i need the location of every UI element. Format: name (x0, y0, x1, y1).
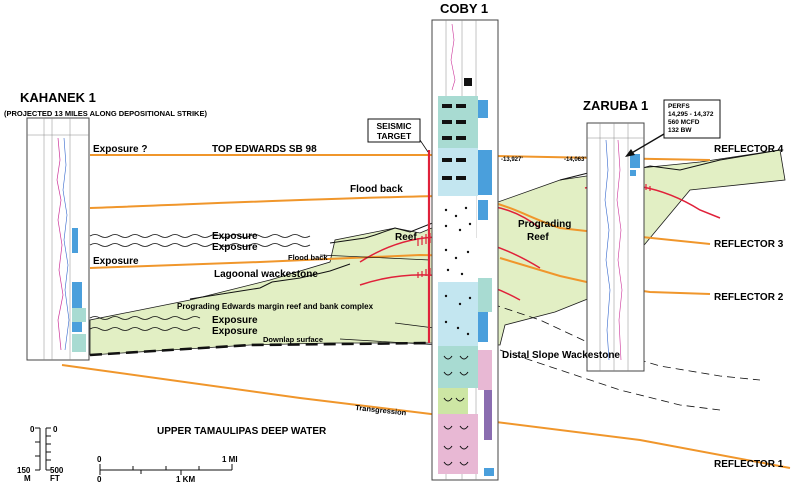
label-reflector-3: REFLECTOR 3 (714, 239, 784, 250)
label-exposure-c: Exposure (93, 256, 139, 267)
label-flood-back-lower: Flood back (288, 253, 328, 262)
label-exposure-e: Exposure (212, 326, 258, 337)
perfs-line-1: PERFS (668, 103, 690, 110)
label-exposure-d: Exposure (212, 315, 258, 326)
kahanek-well-log (26, 117, 90, 361)
vscale-unit-ft: FT (50, 474, 60, 483)
label-prograding-complex: Prograding Edwards margin reef and bank … (177, 302, 374, 311)
label-exposure-b: Exposure (212, 242, 258, 253)
vscale-top-m: 0 (30, 425, 35, 434)
vscale-bottom-ft: 500 (50, 466, 64, 475)
label-lagoonal-wackestone: Lagoonal wackestone (214, 269, 318, 280)
vertical-scale-bar (35, 427, 51, 471)
jagged-front-mid (329, 219, 441, 244)
downlap-leader (339, 338, 441, 346)
label-distal-slope: Distal Slope Wackestone (502, 350, 620, 361)
seismic-target-text-2: TARGET (377, 131, 412, 141)
wavy-exposure-3 (89, 316, 201, 320)
downlap-dashed-line (89, 341, 501, 357)
perfs-line-4: 132 BW (668, 127, 692, 134)
zaruba-title: ZARUBA 1 (583, 98, 648, 113)
perfs-line-3: 560 MCFD (668, 119, 700, 126)
label-flood-back-upper: Flood back (350, 184, 403, 195)
zaruba-depth-marker: -14,063' (564, 157, 586, 163)
hscale-one-mi: 1 MI (222, 455, 238, 464)
label-deep-water: UPPER TAMAULIPAS DEEP WATER (157, 426, 327, 437)
label-transgression: Transgression (355, 403, 407, 417)
top-edwards-line (90, 154, 711, 161)
wavy-exposure-4 (89, 327, 201, 331)
vscale-top-ft: 0 (53, 425, 58, 434)
label-exposure-question: Exposure ? (93, 144, 147, 155)
hscale-zero-mi: 0 (97, 455, 102, 464)
wavy-exposure-2 (89, 243, 311, 247)
label-reef: Reef (395, 232, 417, 243)
label-reflector-4: REFLECTOR 4 (714, 144, 784, 155)
kahanek-title: KAHANEK 1 (20, 90, 96, 105)
label-downlap-surface: Downlap surface (263, 335, 323, 344)
perfs-arrow-head (625, 149, 635, 157)
horizontal-scale-bar (99, 464, 233, 475)
label-reflector-1: REFLECTOR 1 (714, 459, 784, 470)
label-prograding-reef-1: Prograding (518, 219, 571, 230)
vscale-unit-m: M (24, 474, 31, 483)
label-reflector-2: REFLECTOR 2 (714, 292, 784, 303)
flood-back-leader (319, 254, 431, 261)
label-exposure-a: Exposure (212, 231, 258, 242)
vscale-bottom-m: 150 (17, 466, 31, 475)
seismic-target-leader (419, 139, 429, 153)
jagged-front-low (189, 263, 351, 300)
wavy-exposure-1 (89, 234, 311, 238)
kahanek-note: (PROJECTED 13 MILES ALONG DEPOSITIONAL S… (4, 109, 207, 118)
seismic-target-box (367, 118, 421, 143)
zaruba-well-log (586, 122, 645, 372)
reflector-1-line (61, 364, 791, 469)
hscale-one-km: 1 KM (176, 475, 195, 484)
coby-depth-marker: -13,927' (501, 157, 523, 163)
label-top-edwards: TOP EDWARDS SB 98 (212, 144, 317, 155)
perfs-box (663, 99, 721, 139)
perfs-line-2: 14,295 - 14,372 (668, 111, 714, 118)
coby-title: COBY 1 (440, 1, 488, 16)
perfs-arrow-line (629, 133, 665, 155)
label-prograding-reef-2: Reef (527, 232, 549, 243)
seismic-target-text-1: SEISMIC (377, 121, 412, 131)
slope-dashed-2 (499, 349, 721, 411)
hscale-zero-km: 0 (97, 475, 102, 484)
coby-well-log (431, 19, 499, 481)
